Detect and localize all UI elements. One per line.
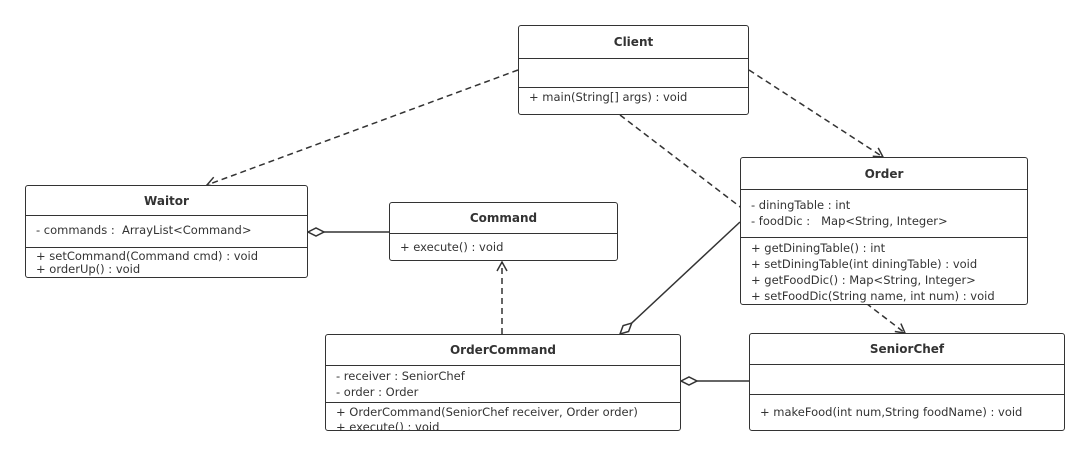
method: + getFoodDic() : Map<String, Integer> <box>751 273 976 287</box>
class-name: OrderCommand <box>326 335 680 366</box>
method: + orderUp() : void <box>36 262 141 276</box>
methods-section: + makeFood(int num,String foodName) : vo… <box>750 395 1064 422</box>
method: + OrderCommand(SeniorChef receiver, Orde… <box>336 405 638 419</box>
attribute: - receiver : SeniorChef <box>336 369 465 383</box>
class-name: Command <box>390 203 617 234</box>
attributes-section: - diningTable : int - foodDic : Map<Stri… <box>741 190 1027 238</box>
methods-section: + execute() : void <box>390 234 617 257</box>
method: + setDiningTable(int diningTable) : void <box>751 257 978 271</box>
class-name: Waitor <box>26 186 307 216</box>
dependency-client-order <box>748 69 885 158</box>
attribute: - commands : ArrayList<Command> <box>36 223 252 237</box>
attributes-section <box>519 59 748 88</box>
class-ordercommand[interactable]: OrderCommand - receiver : SeniorChef - o… <box>325 334 681 431</box>
attributes-section <box>750 365 1064 395</box>
attribute: - order : Order <box>336 385 419 399</box>
class-name: Client <box>519 26 748 59</box>
methods-section: + OrderCommand(SeniorChef receiver, Orde… <box>326 403 680 431</box>
method: + makeFood(int num,String foodName) : vo… <box>760 405 1023 419</box>
class-order[interactable]: Order - diningTable : int - foodDic : Ma… <box>740 157 1028 305</box>
method: + execute() : void <box>400 240 504 254</box>
methods-section: + main(String[] args) : void <box>519 88 748 107</box>
class-seniorchef[interactable]: SeniorChef + makeFood(int num,String foo… <box>749 333 1065 431</box>
class-client[interactable]: Client + main(String[] args) : void <box>518 25 749 115</box>
class-waitor[interactable]: Waitor - commands : ArrayList<Command> +… <box>25 185 308 278</box>
class-name: SeniorChef <box>750 334 1064 365</box>
aggregation-ordercommand-order <box>620 221 741 334</box>
methods-section: + setCommand(Command cmd) : void + order… <box>26 248 307 277</box>
method: + main(String[] args) : void <box>529 90 688 104</box>
attributes-section: - commands : ArrayList<Command> <box>26 216 307 248</box>
method: + getDiningTable() : int <box>751 241 886 255</box>
method: + execute() : void <box>336 420 440 431</box>
attribute: - diningTable : int <box>751 198 851 212</box>
dependency-client-waitor <box>205 69 519 188</box>
class-name: Order <box>741 158 1027 190</box>
attributes-section: - receiver : SeniorChef - order : Order <box>326 366 680 403</box>
methods-section: + getDiningTable() : int + setDiningTabl… <box>741 238 1027 306</box>
method: + setFoodDic(String name, int num) : voi… <box>751 289 995 303</box>
attribute: - foodDic : Map<String, Integer> <box>751 214 948 228</box>
method: + setCommand(Command cmd) : void <box>36 249 259 263</box>
class-command[interactable]: Command + execute() : void <box>389 202 618 261</box>
